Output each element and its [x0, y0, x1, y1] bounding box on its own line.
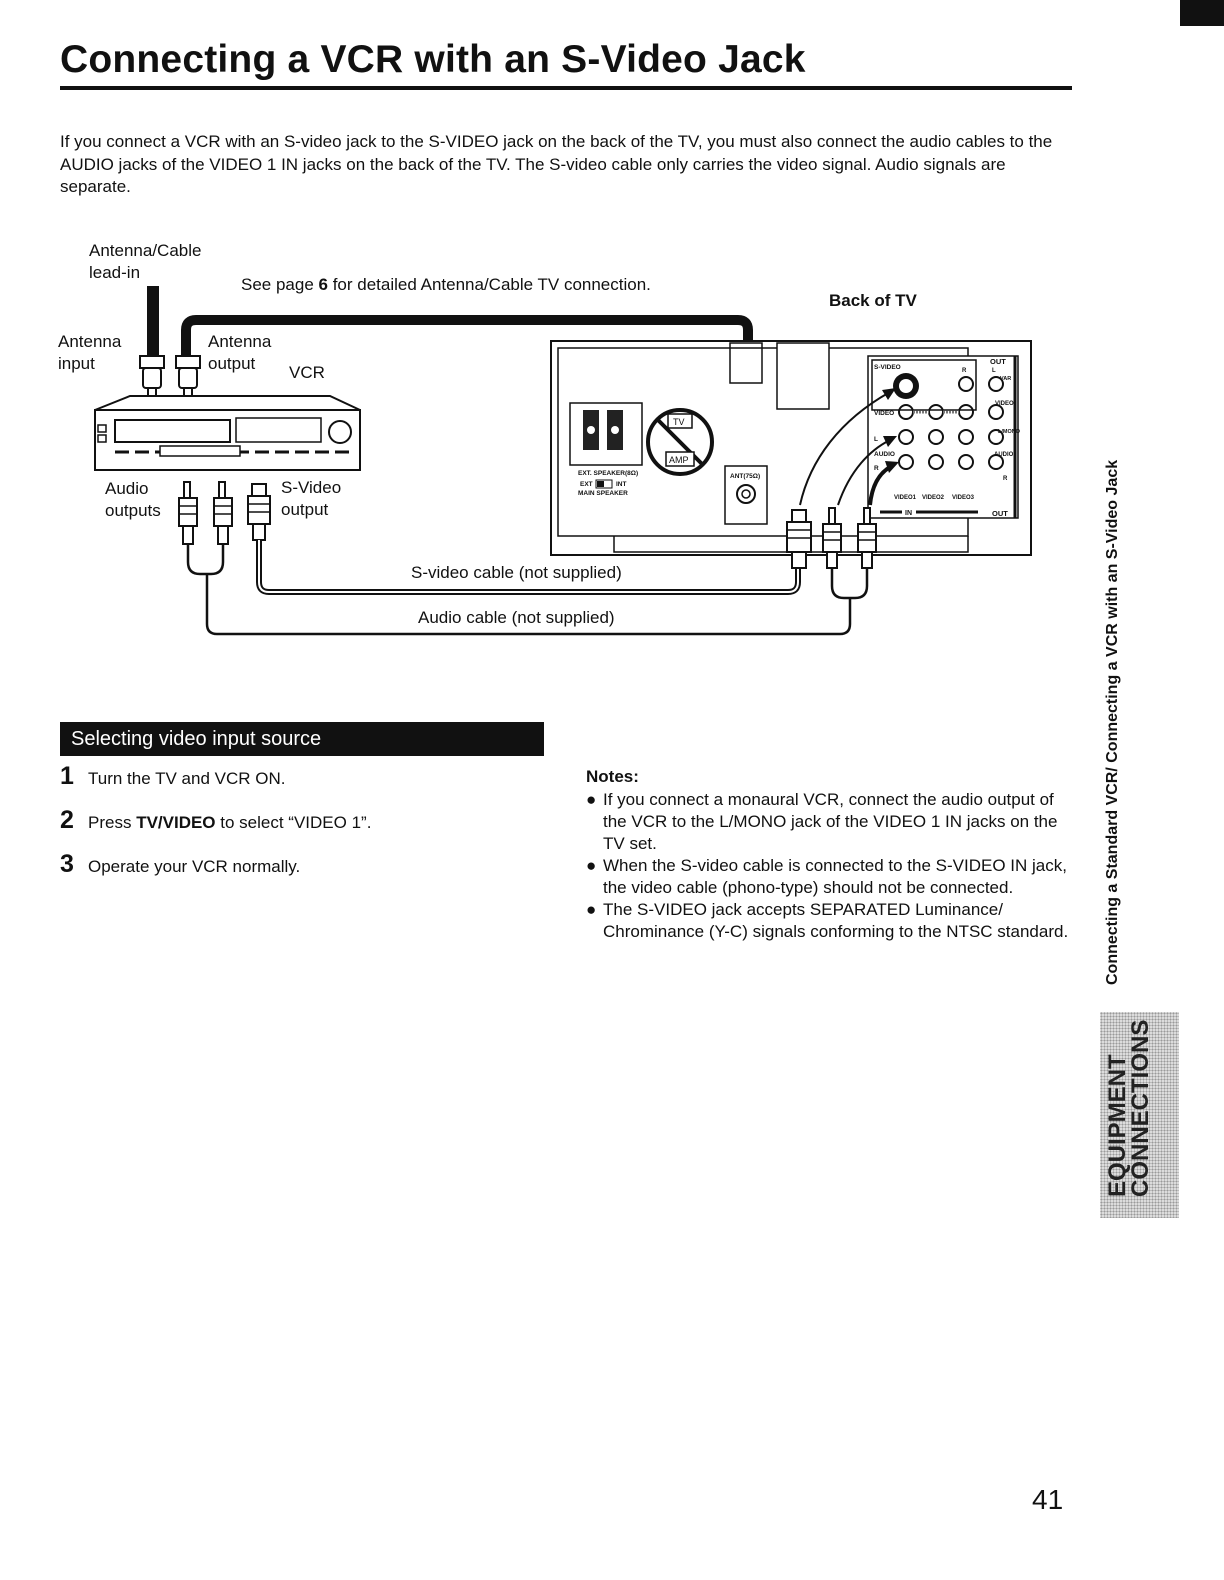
vcr-audio-plug-right — [213, 481, 233, 545]
antenna-input-label: Antenna — [58, 332, 122, 351]
audio-l-arrow-line — [837, 439, 891, 506]
page-number: 41 — [1032, 1484, 1064, 1515]
vcr-audio-plug-left — [178, 481, 198, 545]
tv-audio-plug-left — [822, 507, 842, 569]
vcr-label: VCR — [289, 363, 325, 382]
antenna-output-connector — [175, 355, 201, 399]
out-audio-label: AUDIO — [994, 452, 1014, 458]
svideo-arrow-head — [882, 388, 896, 400]
bullet-icon: ● — [586, 900, 597, 919]
side-running-header: Connecting a Standard VCR/ Connecting a … — [1104, 459, 1121, 985]
out-r2-label: R — [1003, 476, 1008, 482]
ext-label: EXT — [580, 481, 593, 488]
ant-label: ANT(75Ω) — [730, 473, 760, 480]
audio-cable-loop-tv — [830, 568, 869, 600]
antenna-lead-in-cable — [147, 286, 159, 356]
svideo-output-label: S-Video — [281, 478, 341, 497]
see-page-note: See page 6 for detailed Antenna/Cable TV… — [241, 275, 651, 294]
bullet-icon: ● — [586, 856, 597, 875]
audio-cable-loop-vcr — [186, 544, 225, 576]
step-text: Turn the TV and VCR ON. — [88, 769, 286, 788]
video2-label: VIDEO2 — [922, 495, 945, 501]
page-title: Connecting a VCR with an S-Video Jack — [60, 38, 806, 81]
svideo-output-label-2: output — [281, 500, 329, 519]
var-label: VAR — [1000, 376, 1011, 382]
section-tab-label: EQUIPMENT CONNECTIONS — [1104, 1019, 1154, 1197]
l-jack-label: L — [874, 436, 878, 443]
out-video-label: VIDEO — [995, 401, 1014, 407]
out-top-label: OUT — [990, 357, 1006, 366]
antenna-output-label: Antenna — [208, 332, 272, 351]
step-text: Press TV/VIDEO to select “VIDEO 1”. — [88, 813, 372, 832]
video-jack-label: VIDEO — [874, 410, 894, 417]
antenna-input-label-2: input — [58, 354, 95, 373]
back-of-tv-label: Back of TV — [829, 291, 918, 310]
ext-speaker-label: EXT. SPEAKER(8Ω) — [578, 470, 638, 477]
note-item: ●When the S-video cable is connected to … — [586, 856, 1067, 897]
note-item: ●The S-VIDEO jack accepts SEPARATED Lumi… — [586, 900, 1069, 941]
bullet-icon: ● — [586, 790, 597, 809]
section-tab: EQUIPMENT CONNECTIONS — [1100, 1012, 1179, 1218]
main-speaker-label: MAIN SPEAKER — [578, 490, 628, 497]
section-heading: Selecting video input source — [60, 722, 544, 756]
antenna-cable — [181, 315, 753, 430]
step-number: 3 — [60, 850, 74, 878]
antenna-output-label-2: output — [208, 354, 256, 373]
out-lmono-label: L/MONO — [998, 429, 1021, 435]
audio-l-arrow-head — [883, 436, 897, 447]
audio-r-arrow-head — [885, 461, 899, 473]
audio-outputs-label: Audio — [105, 479, 148, 498]
step-text: Operate your VCR normally. — [88, 857, 301, 876]
steps-list: 1 Turn the TV and VCR ON. 2 Press TV/VID… — [60, 762, 540, 894]
audio-cable-label: Audio cable (not supplied) — [418, 608, 615, 627]
out-l-label: L — [992, 368, 996, 374]
corner-mark — [1180, 0, 1224, 26]
lead-in-label: lead-in — [89, 263, 140, 282]
vcr-svideo-plug — [247, 483, 271, 541]
step-number: 2 — [60, 806, 74, 834]
int-label: INT — [616, 481, 627, 488]
notes-title: Notes: — [586, 767, 639, 786]
out-r-label: R — [962, 368, 967, 374]
tv-mini-label: TV — [673, 417, 685, 427]
vcr-device — [94, 395, 361, 471]
out-bottom-label: OUT — [992, 509, 1008, 518]
svideo-jack-label: S-VIDEO — [874, 364, 901, 371]
title-rule — [60, 86, 1072, 90]
step-1: 1 Turn the TV and VCR ON. — [60, 762, 540, 806]
step-number: 1 — [60, 762, 74, 790]
tv-video-button-name: TV/VIDEO — [136, 813, 216, 832]
audio-outputs-label-2: outputs — [105, 501, 161, 520]
audio-cable — [205, 574, 852, 636]
antenna-cable-label: Antenna/Cable — [89, 241, 201, 260]
video3-label: VIDEO3 — [952, 495, 975, 501]
step-2: 2 Press TV/VIDEO to select “VIDEO 1”. — [60, 806, 540, 850]
notes-section: Notes: ●If you connect a monaural VCR, c… — [586, 767, 1081, 943]
tv-back-panel: EXT. SPEAKER(8Ω) EXT INT MAIN SPEAKER TV… — [550, 340, 1032, 556]
note-item: ●If you connect a monaural VCR, connect … — [586, 790, 1058, 853]
tv-svideo-plug — [786, 509, 812, 569]
video1-label: VIDEO1 — [894, 495, 917, 501]
audio-jack-label: AUDIO — [874, 451, 895, 458]
intro-paragraph: If you connect a VCR with an S-video jac… — [60, 132, 1053, 196]
antenna-input-connector — [139, 355, 165, 399]
r-jack-label: R — [874, 465, 879, 472]
amp-mini-label: AMP — [669, 455, 689, 465]
connection-diagram: Antenna/Cable lead-in See page 6 for det… — [58, 241, 1032, 636]
tv-audio-plug-right — [857, 507, 877, 569]
svideo-cable-label: S-video cable (not supplied) — [411, 563, 622, 582]
in-label: IN — [905, 510, 912, 517]
svideo-arrow-line — [799, 391, 891, 506]
step-3: 3 Operate your VCR normally. — [60, 850, 540, 894]
